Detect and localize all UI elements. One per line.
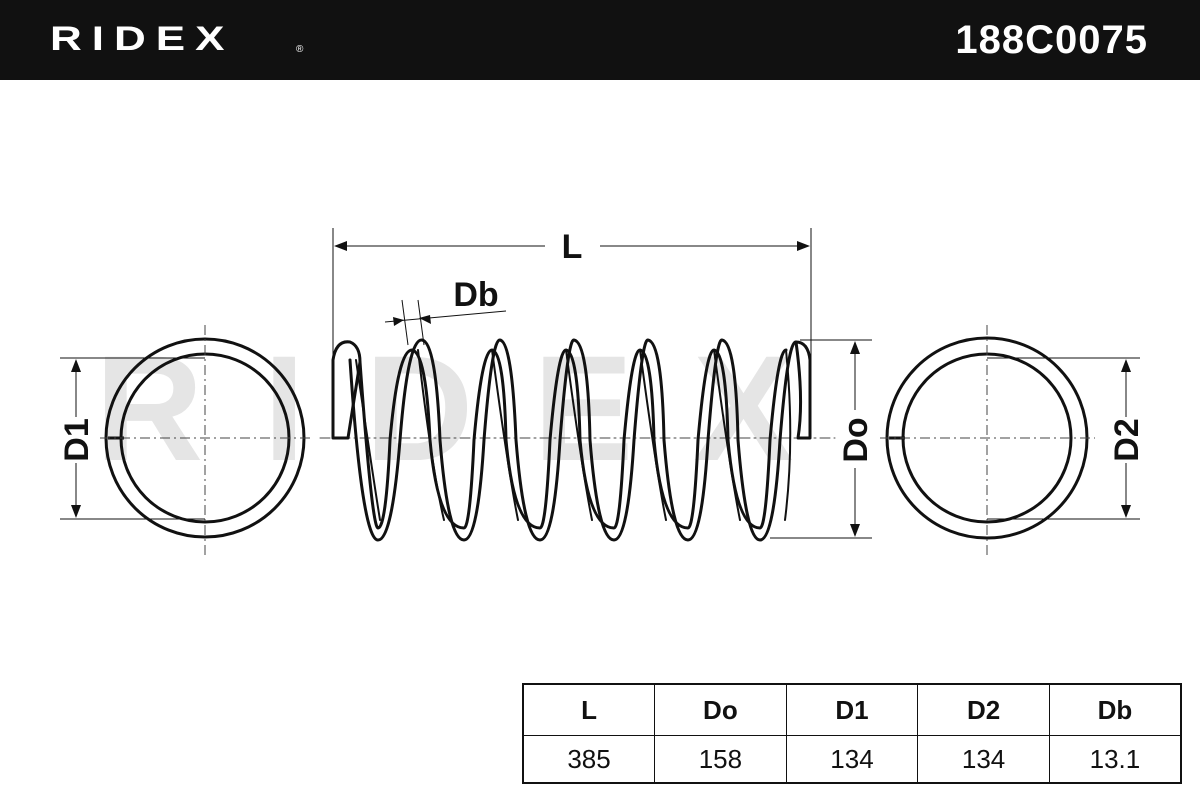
registered-mark: ® — [296, 44, 304, 55]
part-number: 188C0075 — [955, 18, 1148, 62]
d1-dimension: D1 — [58, 357, 205, 520]
specs-header-cell: Do — [654, 683, 787, 736]
do-label: Do — [837, 417, 875, 462]
d2-label: D2 — [1108, 418, 1146, 461]
specs-header-cell: D2 — [917, 683, 1050, 736]
specs-value-cell: 134 — [917, 735, 1050, 784]
l-dimension: L — [332, 228, 812, 438]
specs-value-cell: 13.1 — [1048, 735, 1182, 784]
d1-label: D1 — [58, 418, 96, 461]
d2-dimension: D2 — [987, 357, 1146, 520]
specs-value-row: 385 158 134 134 13.1 — [522, 735, 1182, 784]
specs-header-row: L Do D1 D2 Db — [522, 683, 1182, 736]
watermark: RIDEX — [95, 324, 853, 492]
specs-value-cell: 134 — [785, 735, 919, 784]
end-view-right — [880, 325, 1095, 555]
specs-header-cell: D1 — [785, 683, 919, 736]
specs-value-cell: 158 — [654, 735, 787, 784]
do-dimension: Do — [770, 339, 875, 539]
header-bar: RIDEX ® 188C0075 — [0, 0, 1200, 80]
end-view-left — [100, 325, 312, 555]
specs-value-cell: 385 — [522, 735, 656, 784]
coil-spring — [319, 338, 836, 542]
spring-diagram: RIDEX D1 D2 — [58, 228, 1146, 555]
db-label: Db — [453, 276, 498, 314]
specs-header-cell: L — [522, 683, 656, 736]
db-dimension: Db — [384, 276, 507, 346]
specs-header-cell: Db — [1048, 683, 1182, 736]
specs-table: L Do D1 D2 Db 385 158 134 134 13.1 — [522, 683, 1182, 784]
brand-logo: RIDEX — [50, 19, 235, 58]
l-label: L — [562, 228, 583, 266]
